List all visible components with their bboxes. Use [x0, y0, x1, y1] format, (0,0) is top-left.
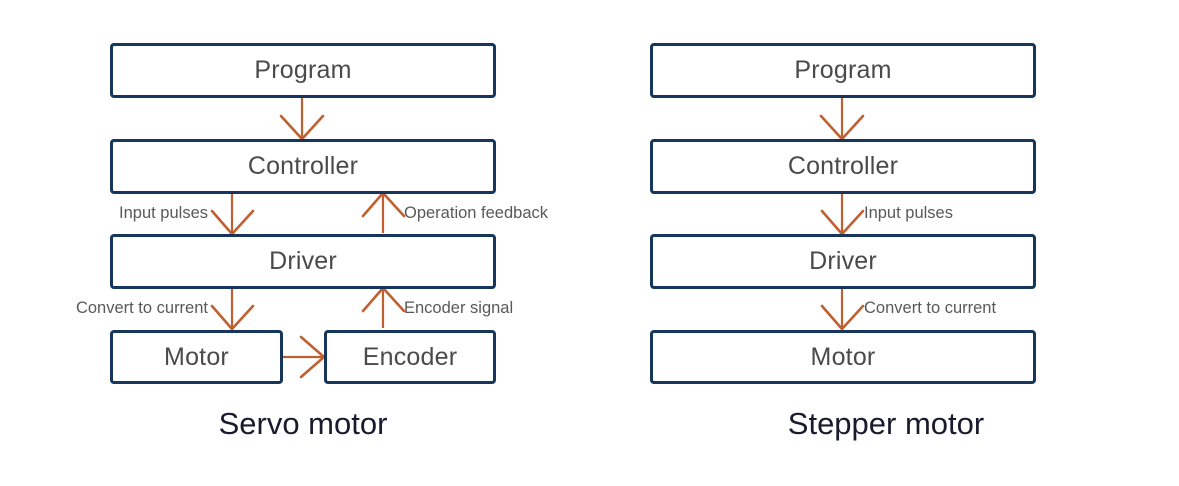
- edge-label-encoder-signal-servo: Encoder signal: [404, 299, 514, 317]
- arrow-controller-to-driver-stepper: [820, 194, 865, 236]
- node-label: Motor: [810, 342, 876, 371]
- node-motor-stepper[interactable]: Motor: [650, 330, 1036, 384]
- node-program-servo[interactable]: Program: [110, 43, 496, 98]
- node-label: Program: [794, 56, 892, 84]
- node-label: Driver: [809, 247, 877, 275]
- node-label: Controller: [787, 152, 899, 180]
- edge-label-convert-to-current-stepper: Convert to current: [864, 299, 997, 317]
- node-label: Program: [254, 56, 352, 84]
- arrow-encoder-to-driver-servo: [361, 286, 406, 328]
- node-label: Controller: [247, 152, 359, 180]
- arrow-program-to-controller-servo: [279, 98, 325, 141]
- arrow-driver-to-controller-servo: [361, 191, 406, 233]
- node-program-stepper[interactable]: Program: [650, 43, 1036, 98]
- node-controller-servo[interactable]: Controller: [110, 139, 496, 194]
- edge-label-input-pulses-stepper: Input pulses: [864, 204, 953, 222]
- caption-stepper-motor: Stepper motor: [787, 406, 985, 441]
- node-label: Motor: [164, 342, 229, 371]
- edge-label-operation-feedback-servo: Operation feedback: [404, 204, 549, 222]
- arrow-driver-to-motor-servo: [210, 289, 255, 331]
- node-label: Encoder: [362, 342, 458, 371]
- arrow-driver-to-motor-stepper: [820, 289, 865, 331]
- node-driver-stepper[interactable]: Driver: [650, 234, 1036, 289]
- node-driver-servo[interactable]: Driver: [110, 234, 496, 289]
- edge-label-convert-to-current-servo: Convert to current: [75, 299, 208, 317]
- arrow-program-to-controller-stepper: [819, 98, 865, 141]
- node-label: Driver: [269, 247, 337, 275]
- node-encoder-servo[interactable]: Encoder: [324, 330, 496, 384]
- node-motor-servo[interactable]: Motor: [110, 330, 283, 384]
- arrow-motor-to-encoder-servo: [283, 335, 326, 379]
- edge-label-input-pulses-servo: Input pulses: [119, 204, 208, 222]
- node-controller-stepper[interactable]: Controller: [650, 139, 1036, 194]
- caption-servo-motor: Servo motor: [218, 406, 388, 441]
- arrow-controller-to-driver-servo: [210, 194, 255, 236]
